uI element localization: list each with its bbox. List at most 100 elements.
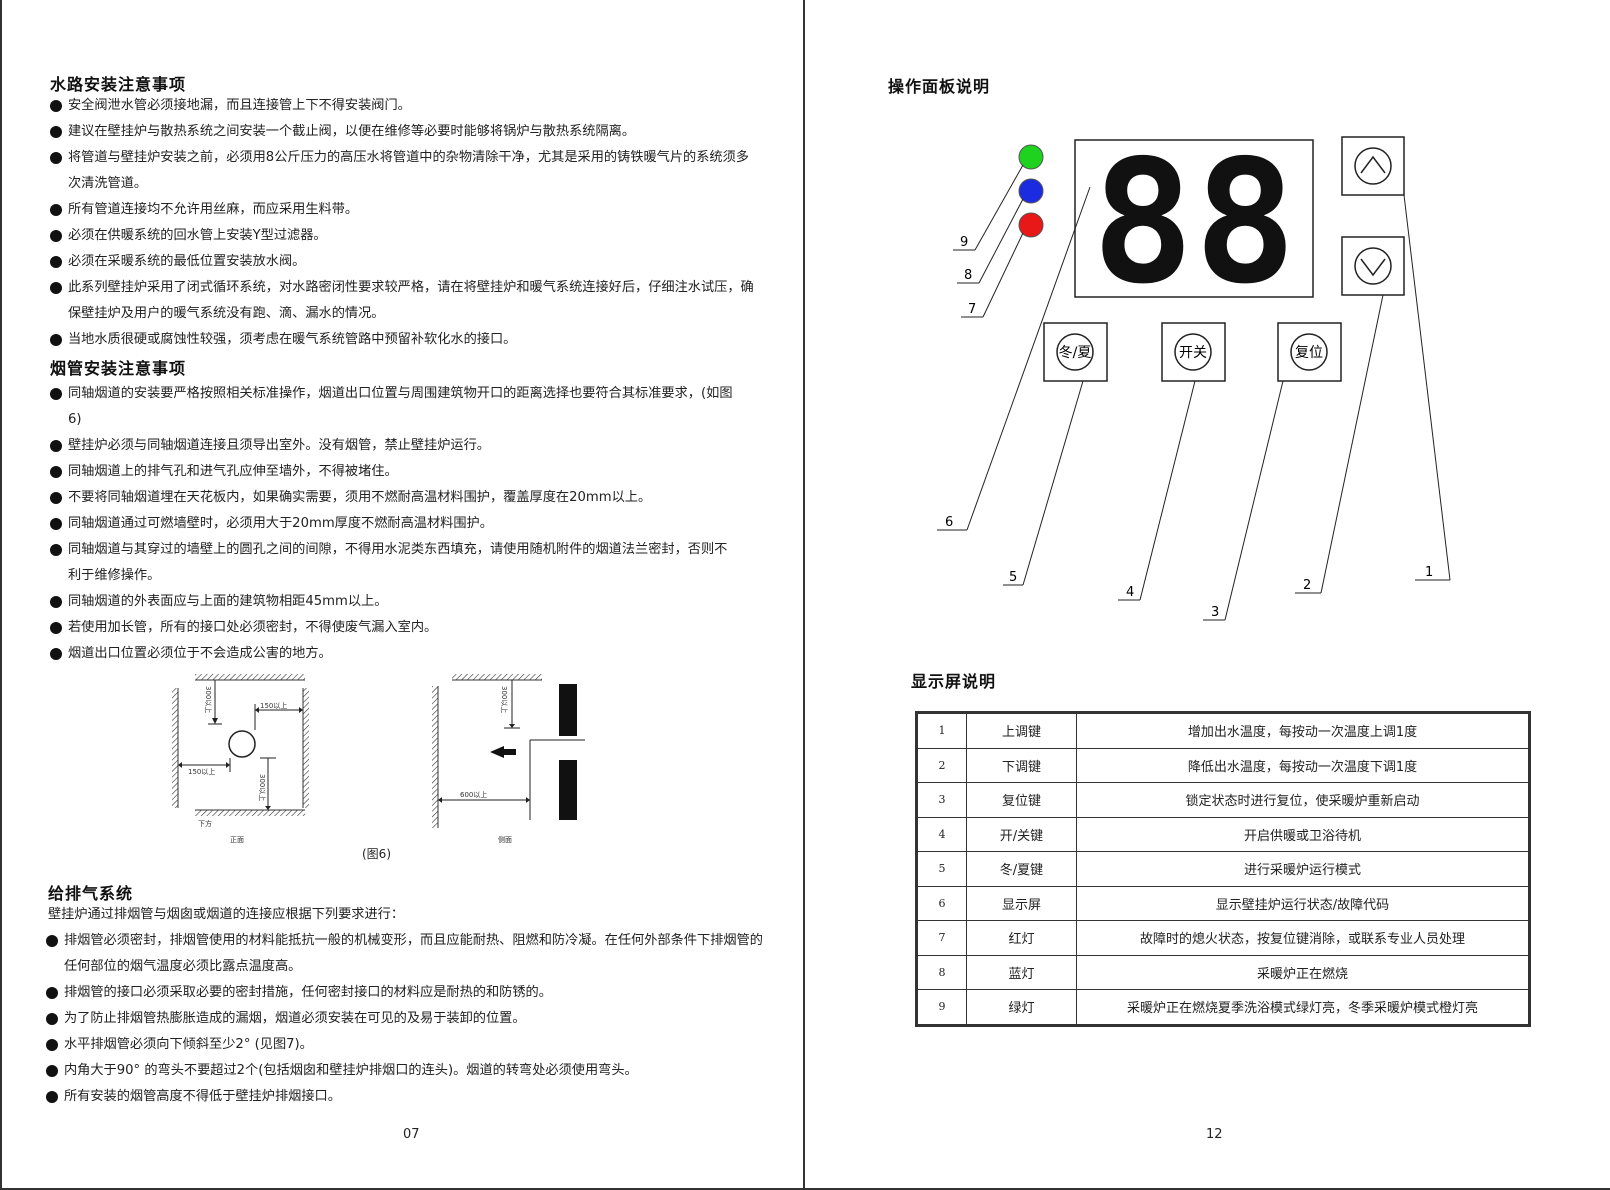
table-cell-name: 下调键 [966,747,1077,783]
bottom-border [0,1188,1610,1190]
display-screen [1074,139,1314,298]
list-item: 烟道出口位置必须位于不会造成公害的地方。 [50,641,740,667]
winter-summer-label: 冬/夏 [1059,345,1092,361]
table-cell-no: 9 [917,989,967,1025]
up-button[interactable] [1341,136,1405,196]
figure-caption: (图6) [362,847,391,861]
side-dim-top: 300以上 [500,686,509,713]
list-item: 排烟管必须密封，排烟管使用的材料能抵抗一般的机械变形，而且应能耐热、阻燃和防冷凝… [46,928,772,980]
table-cell-name: 绿灯 [966,989,1077,1025]
display-heading: 显示屏说明 [911,672,997,691]
table-cell-no: 5 [917,851,967,887]
front-bottom-wall [195,810,305,816]
page-number-right: 12 [1206,1127,1223,1142]
winter-summer-button[interactable] [1043,322,1108,382]
table-cell-no: 7 [917,920,967,956]
down-button-ring-icon [1354,247,1392,285]
page-number-left: 07 [403,1127,420,1142]
list-item: 水平排烟管必须向下倾斜至少2° (见图7)。 [46,1032,772,1058]
callout-3: 3 [1211,605,1219,620]
list-item: 所有管道连接均不允许用丝麻，而应采用生料带。 [50,197,762,223]
bottom-label: 下方 [198,819,212,828]
flue-list: 同轴烟道的安装要严格按照相关标准操作，烟道出口位置与周围建筑物开口的距离选择也要… [50,381,740,667]
callout-5: 5 [1009,570,1017,585]
table-cell-name: 蓝灯 [966,954,1077,990]
table-cell-name: 上调键 [966,713,1077,749]
exhaust-intro: 壁挂炉通过排烟管与烟囱或烟道的连接应根据下列要求进行： [48,907,405,922]
front-view-label: 正面 [230,836,244,844]
display-digits: 88 [1092,135,1297,322]
front-dim-right: 150以上 [260,701,287,710]
side-left-wall [432,686,438,828]
water-heading: 水路安装注意事项 [50,75,187,94]
left-border [0,0,2,1190]
reset-button[interactable] [1277,322,1342,382]
chevron-down-icon [1360,258,1386,277]
table-cell-name: 显示屏 [966,885,1077,921]
flue-clearance-figure: 300以上 150以上 150以上 300以上 下方 正面 300以上 600以… [172,674,585,844]
table-cell-desc: 增加出水温度，每按动一次温度上调1度 [1076,713,1529,749]
left-page: 水路安装注意事项 安全阀泄水管必须接地漏，而且连接管上下不得安装阀门。建议在壁挂… [46,0,805,1190]
table-cell-desc: 锁定状态时进行复位，使采暖炉重新启动 [1076,782,1529,818]
list-item: 为了防止排烟管热膨胀造成的漏烟，烟道必须安装在可见的及易于装卸的位置。 [46,1006,772,1032]
reset-label: 复位 [1295,344,1323,361]
table-cell-desc: 进行采暖炉运行模式 [1076,851,1529,887]
exhaust-list: 排烟管必须密封，排烟管使用的材料能抵抗一般的机械变形，而且应能耐热、阻燃和防冷凝… [46,928,772,1110]
front-top-wall [195,674,305,680]
side-top-wall [452,674,542,680]
list-item: 不要将同轴烟道埋在天花板内，如果确实需要，须用不燃耐高温材料围护，覆盖厚度在20… [50,485,740,511]
callout-4: 4 [1126,585,1134,600]
list-item: 此系列壁挂炉采用了闭式循环系统，对水路密闭性要求较严格，请在将壁挂炉和暖气系统连… [50,275,762,327]
side-dim-bottom: 600以上 [460,790,487,799]
list-item: 同轴烟道上的排气孔和进气孔应伸至墙外，不得被堵住。 [50,459,740,485]
table-cell-name: 红灯 [966,920,1077,956]
table-cell-name: 复位键 [966,782,1077,818]
table-cell-no: 4 [917,816,967,852]
list-item: 将管道与壁挂炉安装之前，必须用8公斤压力的高压水将管道中的杂物清除干净，尤其是采… [50,145,762,197]
list-item: 当地水质很硬或腐蚀性较强，须考虑在暖气系统管路中预留补软化水的接口。 [50,327,762,353]
callout-1: 1 [1425,565,1433,580]
table-cell-no: 3 [917,782,967,818]
table-cell-desc: 采暖炉正在燃烧夏季洗浴模式绿灯亮，冬季采暖炉模式橙灯亮 [1076,989,1529,1025]
power-label: 开关 [1179,345,1207,361]
callout-2: 2 [1303,578,1311,593]
front-dim-bottom: 300以上 [258,774,267,801]
callout-7: 7 [968,302,976,317]
green-led [1018,144,1044,170]
list-item: 同轴烟道的外表面应与上面的建筑物相距45mm以上。 [50,589,740,615]
callout-6: 6 [945,515,953,530]
list-item: 若使用加长管，所有的接口处必须密封，不得使废气漏入室内。 [50,615,740,641]
table-cell-desc: 显示壁挂炉运行状态/故障代码 [1076,885,1529,921]
side-wall-lower [559,760,577,820]
power-button[interactable] [1161,322,1226,382]
table-cell-no: 2 [917,747,967,783]
list-item: 内角大于90° 的弯头不要超过2个(包括烟囱和壁挂炉排烟口的连头)。烟道的转弯处… [46,1058,772,1084]
table-cell-name: 冬/夏键 [966,851,1077,887]
list-item: 必须在供暖系统的回水管上安装Y型过滤器。 [50,223,762,249]
panel-heading: 操作面板说明 [888,77,991,96]
front-right-wall [303,688,309,808]
side-wall-upper [559,684,577,736]
table-cell-no: 6 [917,885,967,921]
up-button-ring-icon [1354,147,1392,185]
table-cell-desc: 故障时的熄火状态，按复位键消除，或联系专业人员处理 [1076,920,1529,956]
list-item: 排烟管的接口必须采取必要的密封措施，任何密封接口的材料应是耐热的和防锈的。 [46,980,772,1006]
table-cell-no: 8 [917,954,967,990]
front-dim-top: 300以上 [204,686,213,713]
down-button[interactable] [1341,236,1405,296]
flue-pipe-circle [228,730,256,758]
side-view-label: 侧面 [498,835,512,844]
right-page: 操作面板说明 9 8 7 88 6 1 2 [805,0,1610,1190]
table-cell-desc: 开启供暖或卫浴待机 [1076,816,1529,852]
water-list: 安全阀泄水管必须接地漏，而且连接管上下不得安装阀门。建议在壁挂炉与散热系统之间安… [50,93,762,353]
chevron-up-icon [1360,155,1386,174]
